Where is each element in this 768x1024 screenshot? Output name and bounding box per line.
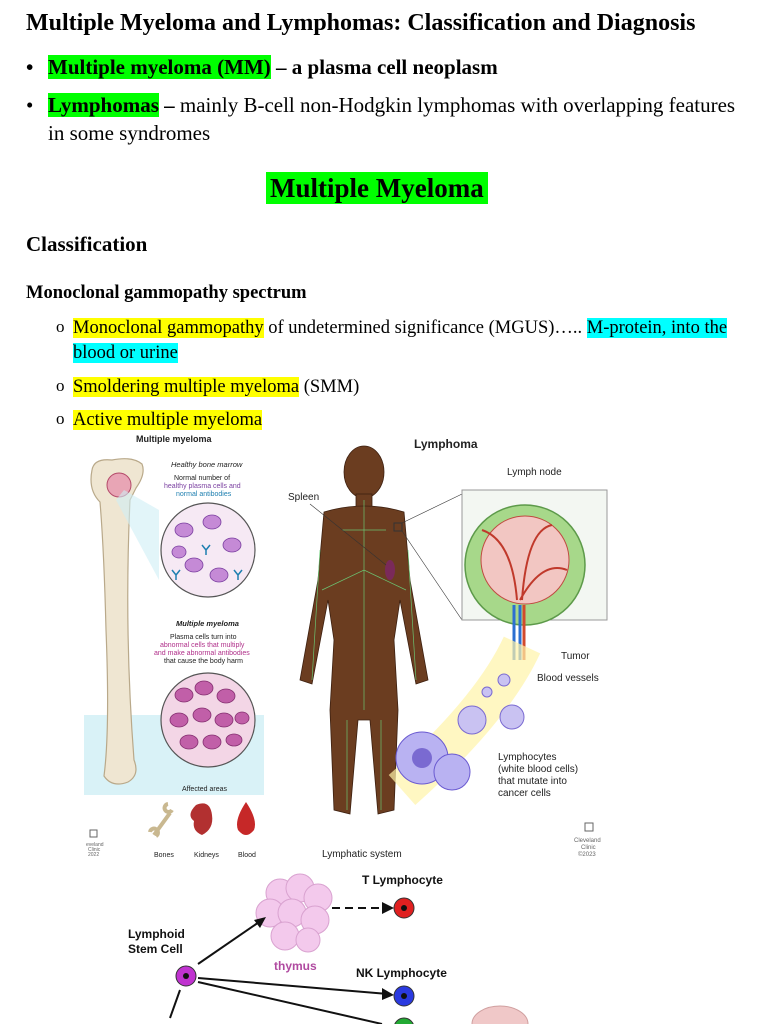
- spleen-label: Spleen: [288, 492, 319, 503]
- mm-desc: – a plasma cell neoplasm: [270, 55, 498, 79]
- healthy-line-3: normal antibodies: [176, 491, 232, 498]
- abnormal-plasma-cells: [169, 680, 250, 750]
- classification-heading: Classification: [26, 232, 148, 256]
- lymph-node-label: Lymph node: [507, 467, 562, 478]
- lymphoma-title: Lymphoma: [414, 437, 478, 451]
- stem-line-2: Stem Cell: [128, 942, 183, 956]
- lym-credit-1: Cleveland: [574, 838, 601, 844]
- tumor-label: Tumor: [561, 651, 590, 662]
- lymphomas-desc: mainly B-cell non-Hodgkin lymphomas with…: [48, 93, 736, 145]
- lymphatic-vessels: [311, 500, 417, 810]
- lymphocyte-cells-icon: [395, 673, 525, 791]
- lymphatic-system-label: Lymphatic system: [322, 849, 402, 860]
- antibody-icons: [171, 544, 243, 580]
- mm-line-2: abnormal cells that multiply: [160, 642, 245, 649]
- nk-cell-label: NK Lymphocyte: [356, 966, 447, 980]
- mm-line-3: and make abnormal antibodies: [154, 650, 250, 657]
- bullet-dot: •: [26, 93, 34, 117]
- bullet-dot: •: [26, 55, 34, 79]
- b-cell-icon: [394, 1017, 414, 1024]
- multiple-myeloma-figure: Multiple myeloma Healthy bone marrow Nor…: [84, 434, 264, 859]
- thymus-label: thymus: [274, 959, 317, 973]
- mm-highlight: Multiple myeloma (MM): [48, 55, 271, 79]
- cleveland-logo-icon: [584, 822, 594, 832]
- lym-credit-3: ©2023: [578, 851, 596, 858]
- smm-text: (SMM): [299, 377, 360, 397]
- lymphomas-highlight: Lymphomas: [48, 93, 159, 117]
- lymphocytes-line-3: that mutate into: [498, 776, 567, 787]
- thymus-icon: [255, 873, 333, 953]
- bones-icon: [148, 802, 174, 838]
- lymphocytes-line-4: cancer cells: [498, 788, 551, 799]
- mm-figure-title: Multiple myeloma: [136, 434, 213, 444]
- node-interior: [480, 515, 570, 605]
- healthy-plasma-cells: [171, 514, 242, 583]
- bone-icon: [90, 458, 144, 785]
- organ-label-blood: Blood: [238, 852, 256, 859]
- healthy-heading: Healthy bone marrow: [171, 460, 243, 469]
- mm-line-1: Plasma cells turn into: [170, 634, 237, 641]
- smm-highlight: Smoldering multiple myeloma: [73, 377, 300, 397]
- affected-areas-label: Affected areas: [182, 786, 228, 793]
- stem-line-1: Lymphoid: [128, 927, 185, 941]
- arrow-to-thymus: [197, 919, 263, 965]
- lym-credit-2: Clinic: [581, 845, 596, 851]
- active-mm-highlight: Active multiple myeloma: [73, 410, 263, 430]
- node-vessels: [481, 524, 568, 601]
- blood-drop-icon: [237, 802, 255, 835]
- lymphocytes-line-1: Lymphocytes: [498, 752, 557, 763]
- bone-marrow-icon: [471, 1005, 529, 1024]
- blood-vessels-label: Blood vessels: [537, 673, 599, 684]
- mgus-highlight: Monoclonal gammopathy: [73, 318, 264, 338]
- section-title: Multiple Myeloma: [266, 172, 488, 204]
- credit-3: 2022: [88, 852, 99, 858]
- lymphomas-dash: –: [158, 93, 175, 117]
- mgus-text: of undetermined significance (MGUS)…..: [263, 318, 587, 338]
- organ-label-kidneys: Kidneys: [194, 852, 219, 859]
- mm-line-4: that cause the body harm: [164, 658, 243, 665]
- credit-1: eveland: [86, 842, 104, 848]
- lymphoma-figure: Lymphoma Spleen Lymph node Tumor Blood v…: [288, 437, 608, 860]
- mm-heading: Multiple myeloma: [176, 619, 239, 628]
- organ-label-bones: Bones: [154, 852, 174, 859]
- credit-2: Clinic: [88, 847, 101, 853]
- lymphocytes-line-2: (white blood cells): [498, 764, 578, 775]
- healthy-line-2: healthy plasma cells and: [164, 483, 241, 490]
- page-title: Multiple Myeloma and Lymphomas: Classifi…: [26, 10, 696, 36]
- spleen-icon: [385, 560, 395, 580]
- healthy-line-1: Normal number of: [174, 475, 230, 482]
- lineage-figure: Lymphoid Stem Cell thymus T Lymphocyte N…: [128, 873, 529, 1024]
- kidneys-icon: [190, 803, 213, 835]
- cleveland-logo-icon: [89, 829, 98, 838]
- t-cell-label: T Lymphocyte: [362, 873, 443, 887]
- spectrum-heading: Monoclonal gammopathy spectrum: [26, 283, 307, 303]
